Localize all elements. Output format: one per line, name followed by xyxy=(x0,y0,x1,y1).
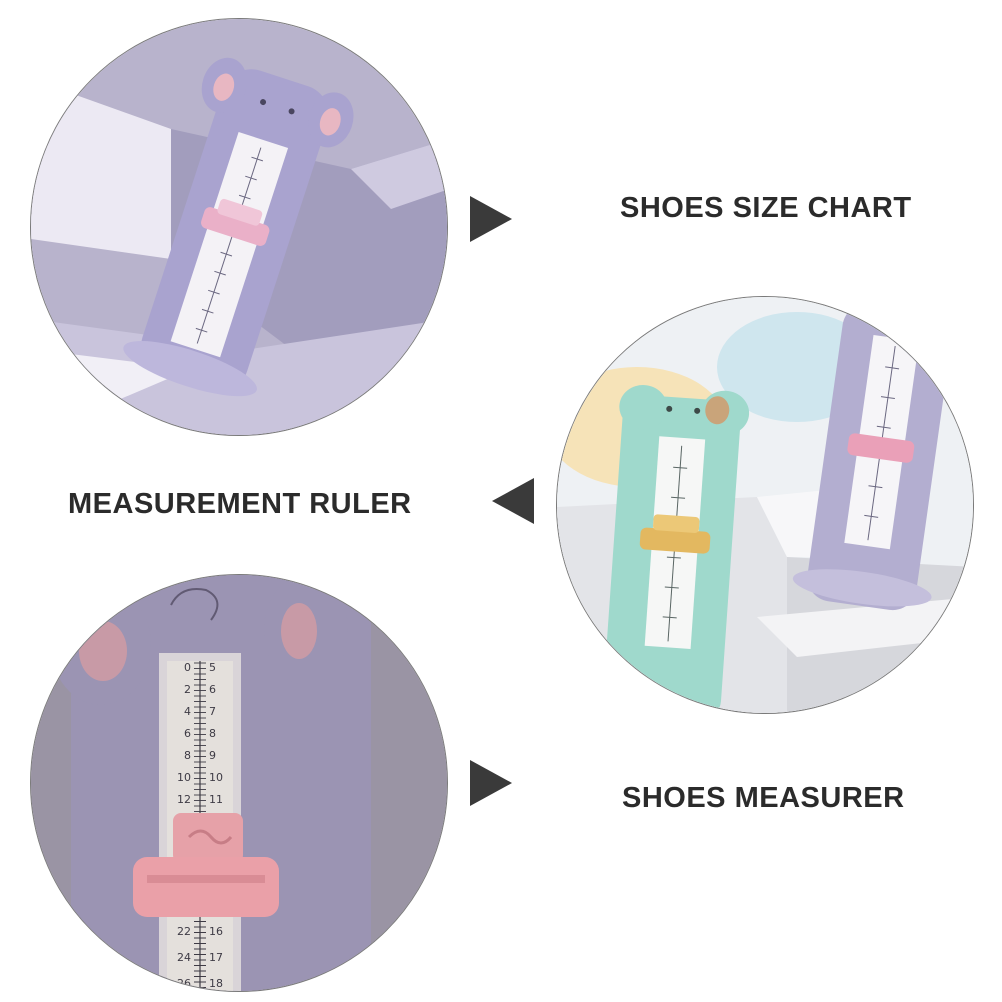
mint-and-lavender-rulers-image xyxy=(557,297,973,713)
arrow-right-icon xyxy=(470,196,512,242)
label-shoes-measurer: SHOES MEASURER xyxy=(622,782,905,814)
ruler-right-number: 5 xyxy=(209,661,216,674)
lavender-ruler-on-block-image xyxy=(31,19,447,435)
arrow-left-icon xyxy=(492,478,534,524)
product-photo-middle xyxy=(556,296,974,714)
ruler-right-number: 6 xyxy=(209,683,216,696)
ruler-left-number: 2 xyxy=(184,683,191,696)
ruler-left-number: 12 xyxy=(177,793,191,806)
ruler-right-number: 16 xyxy=(209,925,223,938)
ruler-right-number: 10 xyxy=(209,771,223,784)
label-shoes-size-chart: SHOES SIZE CHART xyxy=(620,192,912,224)
ruler-right-number: 17 xyxy=(209,951,223,964)
slider-base xyxy=(133,857,279,917)
ruler-left-number: 10 xyxy=(177,771,191,784)
ruler-left-number: 0 xyxy=(184,661,191,674)
ruler-right-number: 8 xyxy=(209,727,216,740)
ruler-left-number: 22 xyxy=(177,925,191,938)
arrow-right-icon xyxy=(470,760,512,806)
ruler-right-number: 18 xyxy=(209,977,223,990)
ruler-left-number: 8 xyxy=(184,749,191,762)
ruler-left-number: 26 xyxy=(177,977,191,990)
ruler-left-number: 24 xyxy=(177,951,191,964)
product-photo-top xyxy=(30,18,448,436)
label-measurement-ruler: MEASUREMENT RULER xyxy=(68,488,412,520)
ruler-left-number: 6 xyxy=(184,727,191,740)
ruler-right-number: 7 xyxy=(209,705,216,718)
ruler-right-number: 9 xyxy=(209,749,216,762)
slider-handle xyxy=(173,813,243,863)
ruler-right-number: 11 xyxy=(209,793,223,806)
ruler-left-number: 4 xyxy=(184,705,191,718)
